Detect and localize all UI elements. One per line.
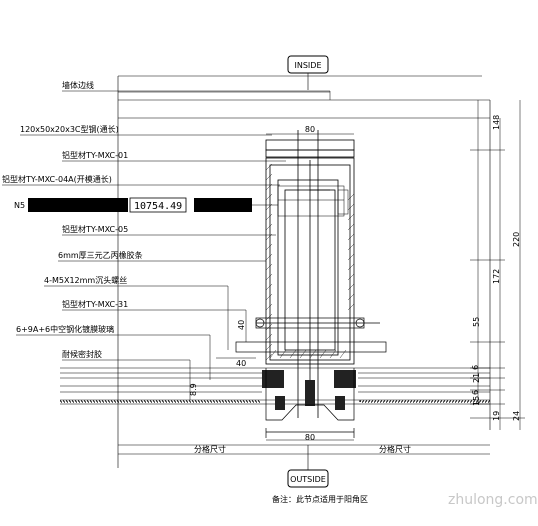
svg-text:铝型材TY-MXC-04A(开模通长): 铝型材TY-MXC-04A(开模通长) [2, 174, 112, 184]
screw-assembly [235, 317, 387, 353]
callout-profile-01: 铝型材TY-MXC-01 [62, 150, 286, 162]
callout-gasket: 6mm厚三元乙丙橡胶条 [58, 250, 266, 262]
coordinate-value-box [129, 197, 187, 213]
svg-text:172: 172 [492, 269, 501, 284]
hatch-left [265, 163, 273, 361]
svg-text:分格尺寸: 分格尺寸 [379, 444, 411, 454]
grid-size-labels: 分格尺寸 分格尺寸 [194, 444, 411, 454]
dim-left-40: 40 40 8.9 [189, 320, 256, 396]
callout-profile-31: 铝型材TY-MXC-31 [62, 299, 247, 342]
svg-text:40: 40 [236, 359, 246, 368]
svg-text:120x50x20x3C型钢(通长): 120x50x20x3C型钢(通长) [20, 124, 119, 134]
svg-text:铝型材TY-MXC-31: 铝型材TY-MXC-31 [62, 299, 128, 309]
watermark: zhulong.com [448, 492, 538, 508]
inside-label-group: INSIDE [287, 55, 329, 90]
dim-top: 80 [266, 125, 354, 135]
reference-lines [60, 75, 491, 468]
callout-screw: 4-M5X12mm沉头螺丝 [44, 275, 229, 350]
svg-text:21: 21 [472, 373, 481, 383]
svg-text:40: 40 [237, 320, 246, 330]
svg-text:6mm厚三元乙丙橡胶条: 6mm厚三元乙丙橡胶条 [58, 250, 143, 260]
callouts: 墙体边线 120x50x20x3C型钢(通长) 铝型材TY-MXC-01 铝型材… [2, 80, 331, 400]
glass-panels [60, 372, 490, 393]
callout-sealant: 耐候密封胶 [62, 349, 191, 400]
svg-text:分格尺寸: 分格尺寸 [194, 444, 226, 454]
svg-text:148: 148 [492, 115, 501, 130]
coordinate-readout: N5 10754.49 [14, 197, 278, 213]
outside-label-box [287, 469, 329, 488]
inside-label: INSIDE [295, 61, 322, 70]
svg-text:6+9A+6中空钢化镀膜玻璃: 6+9A+6中空钢化镀膜玻璃 [16, 324, 114, 334]
svg-text:80: 80 [305, 433, 315, 442]
callout-wall-line: 墙体边线 [62, 80, 331, 100]
hatch-right [347, 193, 355, 311]
callout-glass: 6+9A+6中空钢化镀膜玻璃 [16, 324, 211, 380]
callout-profile-05: 铝型材TY-MXC-05 [62, 224, 276, 236]
outside-label: OUTSIDE [290, 475, 326, 484]
mullion-profile [265, 130, 355, 418]
callout-profile-04a: 铝型材TY-MXC-04A(开模通长) [2, 174, 280, 186]
drawing-note: 备注：此节点适用于阳角区 [272, 494, 368, 504]
svg-text:铝型材TY-MXC-01: 铝型材TY-MXC-01 [62, 150, 128, 160]
svg-text:6: 6 [471, 365, 480, 370]
svg-text:24: 24 [512, 411, 521, 421]
svg-text:耐候密封胶: 耐候密封胶 [62, 349, 102, 359]
svg-text:80: 80 [305, 125, 315, 134]
steel-channel [277, 185, 349, 217]
bottom-cap [265, 368, 355, 438]
callout-steel-pipe: 120x50x20x3C型钢(通长) [20, 124, 272, 136]
redaction-bar-left [28, 198, 128, 212]
svg-text:4-M5X12mm沉头螺丝: 4-M5X12mm沉头螺丝 [44, 275, 127, 285]
svg-text:19: 19 [492, 411, 501, 421]
coordinate-value: 10754.49 [134, 201, 182, 212]
seal-blocks [262, 370, 356, 410]
svg-text:55: 55 [472, 317, 481, 327]
dims-right [470, 100, 525, 430]
svg-text:墙体边线: 墙体边线 [62, 80, 94, 90]
svg-text:15: 15 [472, 396, 481, 406]
outside-label-group: OUTSIDE [287, 445, 329, 488]
glass-dots [59, 400, 491, 403]
svg-text:6: 6 [471, 390, 480, 395]
hatch-bottom [269, 349, 347, 359]
svg-text:铝型材TY-MXC-05: 铝型材TY-MXC-05 [62, 224, 128, 234]
redaction-bar-right [194, 198, 252, 212]
dims-right-text: 148 220 172 55 6 21 6 15 19 24 [471, 115, 521, 421]
dim-bottom: 80 [266, 433, 354, 442]
wall-top [118, 91, 490, 119]
svg-text:8.9: 8.9 [189, 383, 198, 396]
svg-text:220: 220 [512, 232, 521, 247]
coordinate-prefix: N5 [14, 201, 25, 210]
